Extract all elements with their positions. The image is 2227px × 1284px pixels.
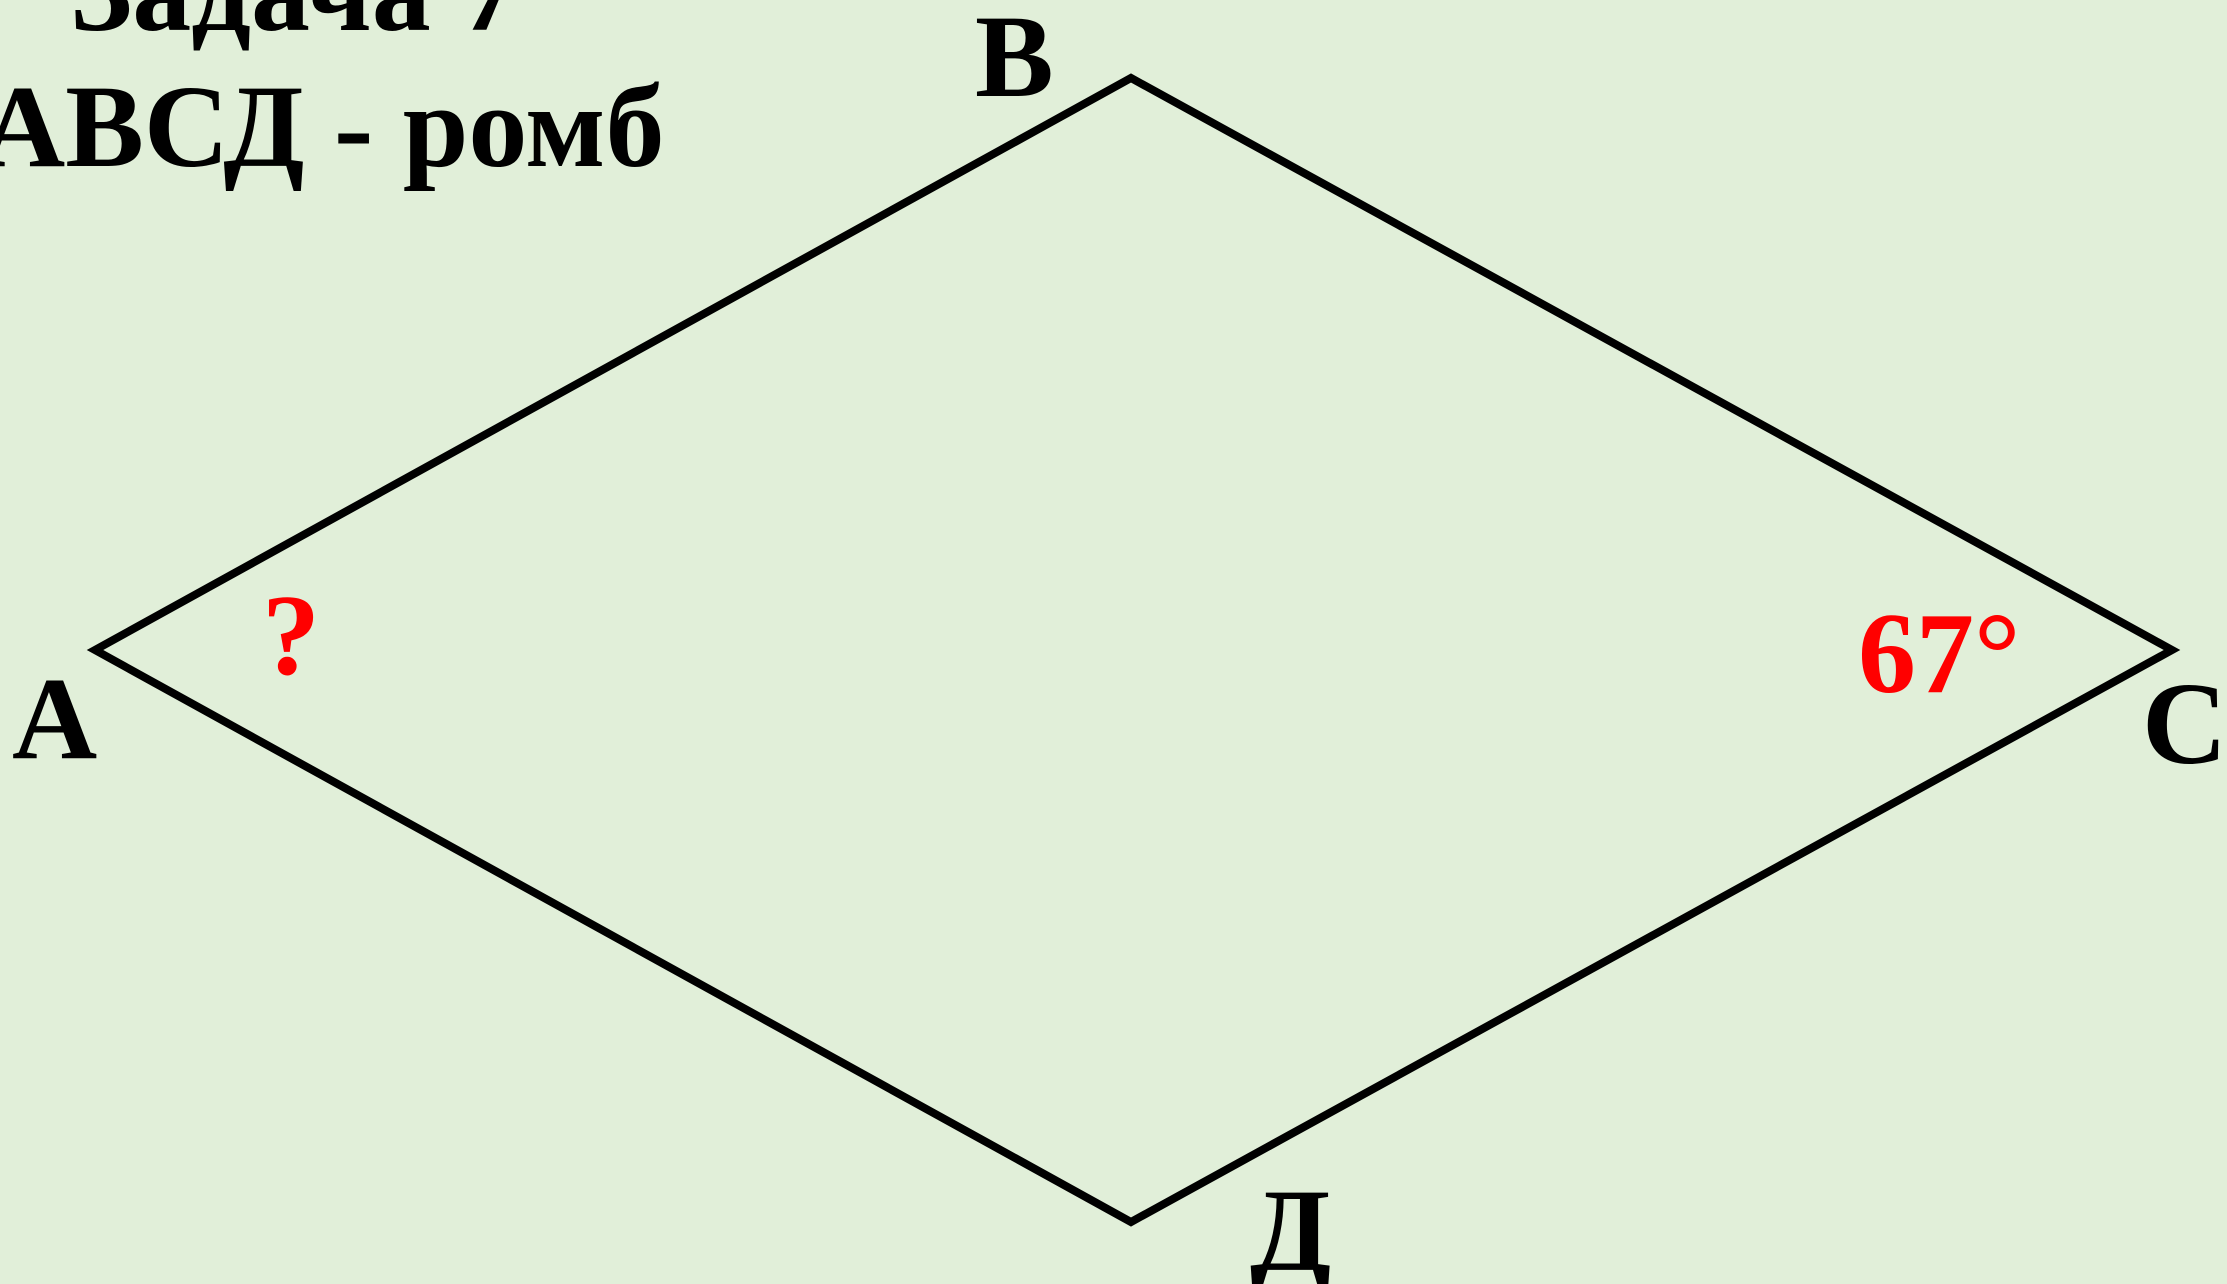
angle-c-value: 67° [1858, 590, 2021, 718]
task-statement: АВСД - ромб [0, 61, 665, 192]
rhombus-outline [86, 73, 2181, 1227]
angle-a-unknown: ? [262, 572, 320, 700]
vertex-label-b: В [975, 0, 1054, 122]
vertex-label-d: Д [1250, 1165, 1332, 1284]
task-title: Задача 7 [70, 0, 519, 50]
vertex-label-a: А [12, 653, 98, 784]
vertex-label-c: С [2142, 658, 2227, 789]
